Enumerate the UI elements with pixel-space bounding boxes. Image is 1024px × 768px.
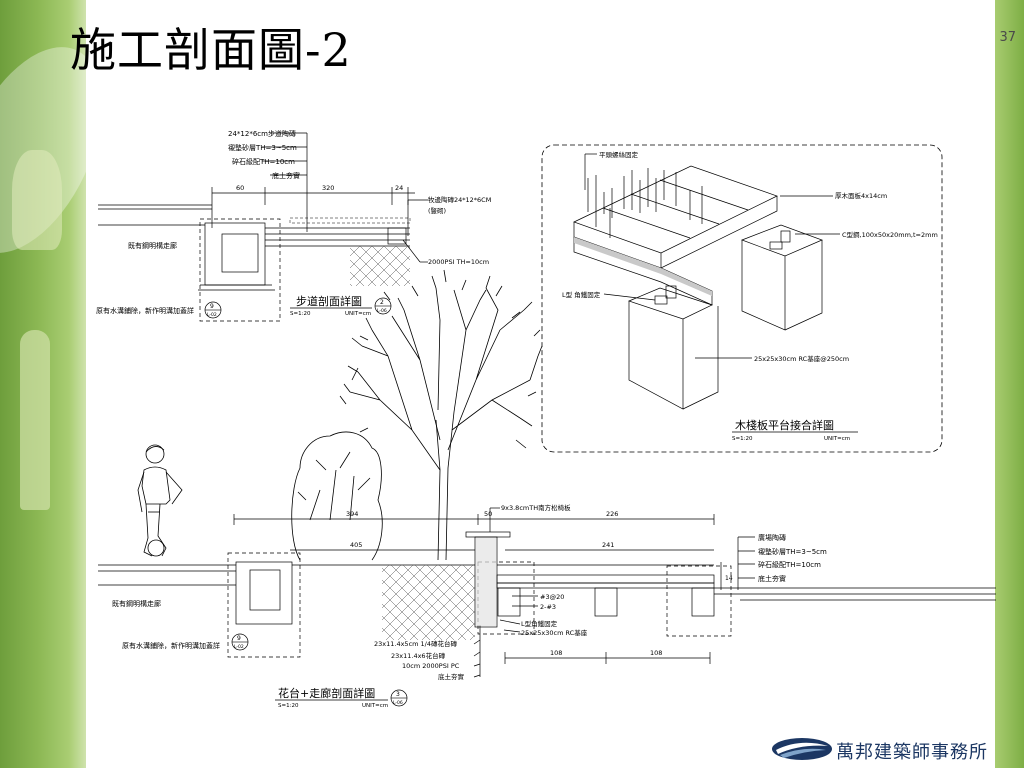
walkway-note-trench: 原有水溝鋪除，新作明溝加蓋詳 xyxy=(96,306,194,315)
deck-label-board: 厚木面板4x14cm xyxy=(835,191,887,200)
deck-scale: S=1:20 xyxy=(732,436,753,442)
deck-label-pier: 25x25x30cm RC基座@250cm xyxy=(754,354,849,363)
decor-figure xyxy=(20,330,50,510)
deck-joint-detail: 平頭螺絲固定 厚木面板4x14cm C型鋼,100x50x20mm,t=2mm … xyxy=(541,144,943,453)
planter-right-layer-2: 襯墊砂層TH=3~5cm xyxy=(758,547,827,556)
planter-dim-394: 394 xyxy=(346,510,358,518)
planter-bottom-compact: 底土夯實 xyxy=(438,672,465,681)
tree-illustration xyxy=(291,269,543,561)
walkway-dim-24: 24 xyxy=(395,184,403,192)
walkway-note-corridor: 既有鋼明構走廊 xyxy=(128,241,177,250)
deck-unit: UNIT=cm xyxy=(824,436,850,442)
planter-dim-241: 241 xyxy=(602,541,614,549)
firm-logo-icon xyxy=(772,738,832,760)
walkway-layer-3: 碎石級配TH=10cm xyxy=(232,157,295,166)
walkway-caption-number: 2 xyxy=(380,299,384,306)
planter-bottom-pier: 25x25x30cm RC基座 xyxy=(521,628,588,637)
walkway-caption: 步道剖面詳圖 xyxy=(296,294,362,308)
planter-dim-405: 405 xyxy=(350,541,362,549)
planter-bottom-concrete: 10cm 2000PSI PC xyxy=(402,662,460,670)
planter-bottom-dim-2: 108 xyxy=(650,649,662,657)
planter-bench-label: 9x3.8cmTH南方松椅板 xyxy=(501,503,571,512)
planter-unit: UNIT=cm xyxy=(362,703,388,709)
decor-figure-top xyxy=(12,150,62,250)
page-number: 37 xyxy=(999,30,1016,45)
walkway-layer-2: 襯墊砂層TH=3~5cm xyxy=(228,143,297,152)
planter-caption-sheet: L-06 xyxy=(393,700,403,706)
walkway-dim-320: 320 xyxy=(322,184,334,192)
planter-scale: S=1:20 xyxy=(278,703,299,709)
planter-ref-number: 9 xyxy=(237,635,241,642)
planter-bottom-angle: L型角鐵固定 xyxy=(521,619,558,628)
planter-right-layer-1: 廣場陶磚 xyxy=(758,533,786,542)
planter-bottom-brick: 23x11.4x6花台磚 xyxy=(391,651,446,660)
deck-label-angle: L型 角鐵固定 xyxy=(562,290,601,299)
planter-bottom-dim-1: 108 xyxy=(550,649,562,657)
planter-right-layer-4: 底土夯實 xyxy=(758,574,786,583)
planter-dim-226: 226 xyxy=(606,510,618,518)
planter-caption: 花台+走廊剖面詳圖 xyxy=(278,686,375,700)
planter-dim-50: 50 xyxy=(484,510,492,518)
walkway-ref-sheet: L-02 xyxy=(207,312,217,318)
planter-right-layer-3: 碎石級配TH=10cm xyxy=(758,560,821,569)
walkway-dim-60: 60 xyxy=(236,184,244,192)
left-decor-band xyxy=(0,0,131,768)
person-illustration xyxy=(137,444,183,557)
planter-rebar-1: #3@20 xyxy=(540,593,564,601)
walkway-callout-vertical: (豎砌) xyxy=(428,207,446,215)
walkway-unit: UNIT=cm xyxy=(345,311,371,317)
deck-label-screws: 平頭螺絲固定 xyxy=(599,150,639,159)
walkway-scale: S=1:20 xyxy=(290,311,311,317)
deck-label-cchannel: C型鋼,100x50x20mm,t=2mm xyxy=(842,230,938,239)
planter-side-dim: 14 xyxy=(725,575,733,582)
walkway-ref-number: 9 xyxy=(210,303,214,310)
walkway-caption-sheet: L-06 xyxy=(377,308,387,314)
planter-ref-sheet: L-02 xyxy=(234,644,244,650)
planter-caption-number: 3 xyxy=(396,691,400,698)
planter-note-corridor: 既有鋼明構走廊 xyxy=(112,599,161,608)
walkway-callout-concrete: 2000PSI TH=10cm xyxy=(428,258,489,266)
deck-caption: 木棧板平台接合詳圖 xyxy=(735,418,834,432)
planter-bottom-brick-quarter: 23x11.4x5cm 1/4磚花台磚 xyxy=(374,639,458,648)
walkway-layer-4: 底土夯實 xyxy=(272,171,300,180)
walkway-section: 24*12*6cm步道陶磚 襯墊砂層TH=3~5cm 碎石級配TH=10cm 底… xyxy=(96,129,491,322)
right-decor-band xyxy=(995,0,1024,768)
planter-note-trench: 原有水溝鋪除，新作明溝加蓋詳 xyxy=(122,641,220,650)
slide-title: 施工剖面圖-2 xyxy=(70,23,352,77)
walkway-callout-edge-brick: 牧邊陶磚24*12*6CM xyxy=(428,195,491,204)
walkway-layer-1: 24*12*6cm步道陶磚 xyxy=(228,129,296,138)
planter-rebar-2: 2-#3 xyxy=(540,603,556,611)
planter-corridor-section: 394 405 50 226 241 9x3.8cmTH南方松椅板 廣場陶磚 襯… xyxy=(98,503,996,709)
firm-name: 萬邦建築師事務所 xyxy=(836,742,988,763)
